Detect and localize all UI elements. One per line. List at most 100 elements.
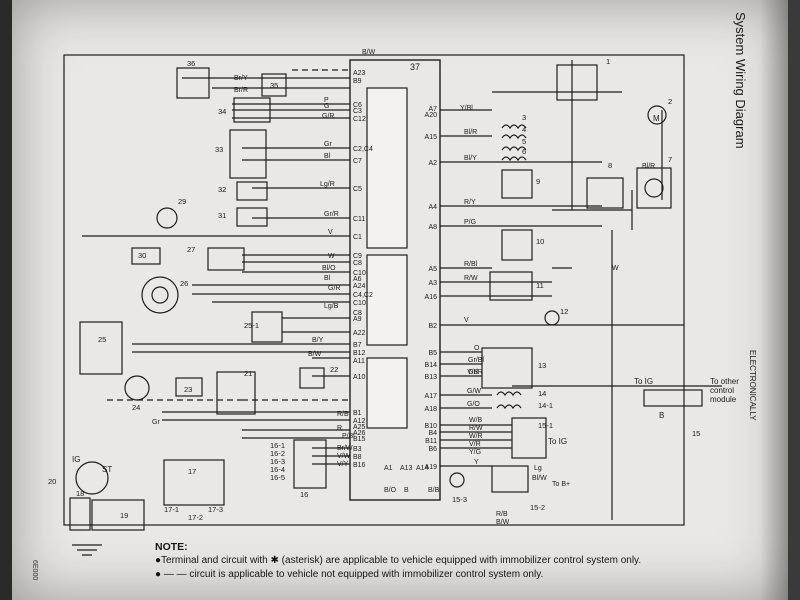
component-25-1 bbox=[251, 311, 283, 343]
component-label-31: 31 bbox=[218, 211, 226, 220]
wire-label: P/G bbox=[464, 219, 476, 226]
wire-label: Y/B bbox=[467, 369, 479, 376]
wire-label: R/W bbox=[464, 275, 478, 282]
component-label-14: 14 bbox=[538, 389, 546, 398]
wire-label: B/W bbox=[308, 351, 322, 358]
component-label-9: 9 bbox=[536, 177, 540, 186]
component-label-16-1: 16-1 bbox=[270, 441, 285, 450]
ecm-connector-a bbox=[366, 87, 408, 249]
component-15-2 bbox=[491, 465, 529, 493]
component-label-24: 24 bbox=[132, 403, 140, 412]
wire-label: W bbox=[328, 253, 335, 260]
wire-label: Bl bbox=[324, 153, 331, 160]
wire-label: G/W bbox=[467, 388, 481, 395]
ecm-terminal-a13: A13 bbox=[400, 465, 413, 472]
ecm-terminal-a8: A8 bbox=[428, 224, 437, 231]
component-label-11: 11 bbox=[536, 281, 544, 290]
component-17 bbox=[163, 459, 225, 506]
ecm-terminal-a4: A4 bbox=[428, 204, 437, 211]
to-ig-label: To IG bbox=[634, 377, 653, 386]
wire-label: Gr bbox=[324, 141, 332, 148]
component-22 bbox=[299, 367, 325, 389]
component-label-21: 21 bbox=[244, 369, 252, 378]
component-label-36: 36 bbox=[187, 59, 195, 68]
motor-letter: M bbox=[653, 114, 660, 123]
ecm-terminal-a12: A12 bbox=[353, 418, 366, 425]
component-label-3: 3 bbox=[522, 113, 526, 122]
component-30 bbox=[131, 247, 161, 265]
wire-label: V bbox=[328, 229, 333, 236]
wire-label: R/B bbox=[496, 511, 508, 518]
component-34 bbox=[233, 97, 271, 123]
component-label-14-1: 14-1 bbox=[538, 401, 553, 410]
component-7 bbox=[636, 167, 672, 209]
ecm-terminal-a9: A9 bbox=[353, 316, 362, 323]
component-33 bbox=[229, 129, 267, 179]
component-2 bbox=[647, 105, 667, 125]
ecm-terminal-c10: C10 bbox=[353, 270, 366, 277]
component-25 bbox=[79, 321, 123, 375]
ecm-terminal-b15: B15 bbox=[353, 436, 366, 443]
wire-label: R/B bbox=[337, 411, 349, 418]
ecm-terminal-a17: A17 bbox=[425, 393, 438, 400]
binding-edge bbox=[0, 0, 12, 600]
component-9 bbox=[501, 169, 533, 199]
page-id: 6E000 bbox=[31, 560, 38, 581]
wire-label: Y bbox=[474, 459, 479, 466]
ecm-terminal-c4c2: C4,C2 bbox=[353, 292, 373, 299]
component-27 bbox=[207, 247, 245, 271]
wire-label: Bl/W bbox=[532, 475, 547, 482]
ecm-terminal-a6: A6 bbox=[353, 276, 362, 283]
ecm-terminal-c9: C9 bbox=[353, 253, 362, 260]
component-label-19: 19 bbox=[120, 511, 128, 520]
page-shadow bbox=[760, 0, 788, 600]
ecm-terminal-c1: C1 bbox=[353, 234, 362, 241]
wire-label: R bbox=[337, 425, 342, 432]
ecm-terminal-b10: B10 bbox=[425, 423, 438, 430]
wire-label: Bl/O bbox=[322, 265, 336, 272]
component-18 bbox=[69, 497, 91, 531]
component-label-20: 20 bbox=[48, 477, 56, 486]
component-29 bbox=[156, 207, 178, 229]
component-label-16-2: 16-2 bbox=[270, 449, 285, 458]
wire-label: V/R bbox=[469, 441, 481, 448]
wire-label: G bbox=[324, 103, 329, 110]
wire-label: B/Y bbox=[312, 337, 324, 344]
ecm-terminal-b12: B12 bbox=[353, 350, 366, 357]
wire-label: P/Bl bbox=[342, 433, 355, 440]
ecm-terminal-c2c4: C2,C4 bbox=[353, 146, 373, 153]
notes-heading: NOTE: bbox=[155, 541, 188, 553]
wire-label: Gr/R bbox=[324, 211, 339, 218]
component-label-6: 6 bbox=[522, 147, 526, 156]
component-label-12: 12 bbox=[560, 307, 568, 316]
ecm-terminal-c7: C7 bbox=[353, 158, 362, 165]
component-label-17-2: 17-2 bbox=[188, 513, 203, 522]
ecm-terminal-b11: B11 bbox=[425, 438, 437, 445]
ecm-terminal-b8: B8 bbox=[353, 454, 362, 461]
wire-label: R/Bl bbox=[464, 261, 478, 268]
ecm-terminal-a22: A22 bbox=[353, 330, 366, 337]
component-label-17-1: 17-1 bbox=[164, 505, 179, 514]
wire-label: Bl/Y bbox=[464, 155, 477, 162]
component-16 bbox=[293, 439, 327, 489]
component-26 bbox=[141, 276, 179, 314]
component-label-26: 26 bbox=[180, 279, 188, 288]
component-23 bbox=[175, 377, 203, 397]
ecm-terminal-b5: B5 bbox=[428, 350, 437, 357]
component-19 bbox=[91, 499, 145, 531]
wire-label: G/R bbox=[328, 285, 340, 292]
component-label-15-3: 15-3 bbox=[452, 495, 467, 504]
component-label-22: 22 bbox=[330, 365, 338, 374]
wire-label: W/B bbox=[469, 417, 483, 424]
component-13 bbox=[481, 347, 533, 389]
to-ig-label-2: To IG bbox=[548, 437, 567, 446]
ecm-terminal-a23: A23 bbox=[353, 70, 366, 77]
ecm-terminal-c8: C8 bbox=[353, 260, 362, 267]
ecm-terminal-a14: A14 bbox=[416, 465, 429, 472]
wire-label: Lg bbox=[534, 465, 542, 472]
ecm-terminal-c5: C5 bbox=[353, 186, 362, 193]
component-label-17: 17 bbox=[188, 467, 196, 476]
ecm-terminal-a1: A1 bbox=[384, 465, 393, 472]
